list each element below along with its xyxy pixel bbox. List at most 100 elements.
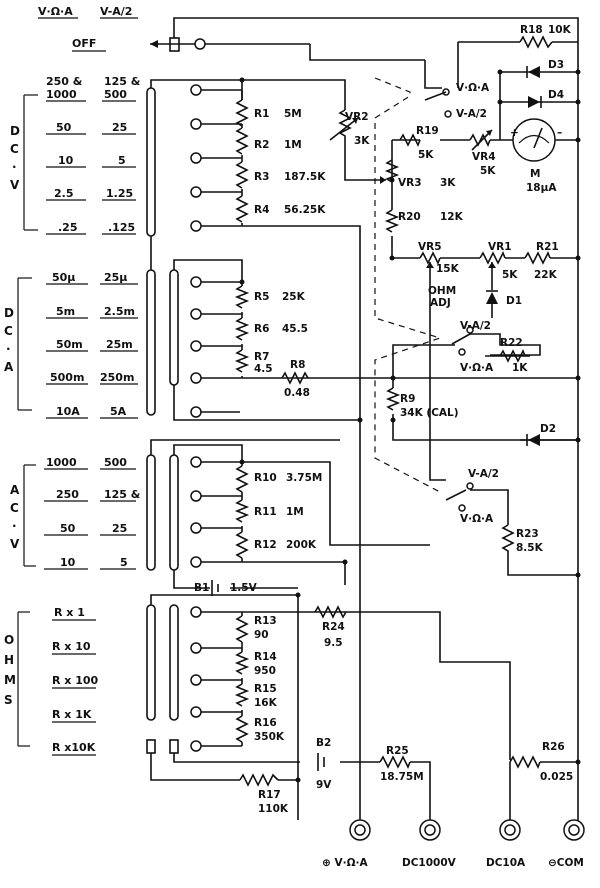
switch-3-label-bottom: V·Ω·A	[460, 513, 494, 525]
header-col2: V-A/2	[100, 5, 132, 18]
r26-value: 0.025	[540, 771, 573, 783]
r21-value: 22K	[534, 269, 558, 281]
acv-title: V	[10, 537, 20, 551]
dcv-bus	[146, 87, 156, 237]
dcv-range: 1000	[46, 88, 77, 101]
r8-value: 0.48	[284, 387, 310, 399]
vr1-label: VR1	[488, 241, 512, 253]
vr4-value: 5K	[480, 165, 496, 177]
dcv-range: 250 &	[46, 75, 83, 88]
d1-label: D1	[506, 295, 522, 307]
jack-dc1000v-label: DC1000V	[402, 857, 457, 869]
r3-value: 187.5K	[284, 171, 326, 183]
meter-value: 18μA	[526, 182, 557, 194]
r21-label: R21	[536, 241, 559, 253]
r12-resistor	[235, 531, 249, 559]
jack-com-label: ⊖COM	[548, 857, 584, 869]
acv-title: C	[10, 501, 19, 515]
r15-value: 16K	[254, 697, 278, 709]
r7-resistor	[234, 349, 250, 373]
jack-vohma[interactable]	[349, 819, 371, 841]
r5-label: R5	[254, 291, 269, 303]
acv-range: 500	[104, 456, 127, 469]
r4-label: R4	[254, 204, 269, 216]
jack-vohma-label: ⊕ V·Ω·A	[322, 857, 368, 869]
dca-range: 2.5m	[104, 305, 135, 318]
vr1-potentiometer	[479, 251, 506, 265]
r1-resistor	[235, 99, 249, 127]
ohms-bus-2	[169, 604, 179, 721]
ohms-title: M	[4, 673, 16, 687]
dcv-range: .25	[58, 221, 78, 234]
r14-label: R14	[254, 651, 277, 663]
vr5-potentiometer	[419, 251, 441, 265]
r13-resistor	[235, 615, 249, 643]
dcv-range: 25	[112, 121, 127, 134]
d4-diode	[528, 96, 542, 108]
r25-value: 18.75M	[380, 771, 424, 783]
r11-label: R11	[254, 506, 277, 518]
jack-dc10a[interactable]	[499, 819, 521, 841]
resistors	[234, 35, 553, 787]
d1-diode	[486, 290, 498, 304]
dca-range: 500m	[50, 371, 84, 384]
r19-resistor	[399, 133, 421, 147]
d2-label: D2	[540, 423, 556, 435]
meter-plus-sign: +	[510, 127, 519, 139]
r13-value: 90	[254, 629, 269, 641]
b2-label: B2	[316, 737, 331, 749]
r9-value: 34K (CAL)	[400, 407, 459, 419]
ohms-range: R x10K	[52, 741, 96, 754]
dca-range: 5m	[56, 305, 75, 318]
ohms-10k-contact-1	[146, 739, 156, 754]
switch-3-label-top: V-A/2	[468, 468, 499, 480]
dcv-title-1: C	[10, 142, 19, 156]
d3-diode	[526, 66, 540, 78]
r20-label: R20	[398, 211, 421, 223]
b2-value: 9V	[316, 779, 332, 791]
r15-resistor	[234, 683, 250, 707]
acv-range: 1000	[46, 456, 77, 469]
r15-label: R15	[254, 683, 277, 695]
dca-range: 250m	[100, 371, 134, 384]
r7-label: R7	[254, 351, 269, 363]
r7-value: 4.5	[254, 363, 273, 375]
dca-title: D	[4, 306, 14, 320]
acv-range: 250	[56, 488, 79, 501]
r2-label: R2	[254, 139, 269, 151]
jack-com[interactable]	[563, 819, 585, 841]
r23-label: R23	[516, 528, 539, 540]
jack-dc1000v[interactable]	[419, 819, 441, 841]
vr3-value: 3K	[440, 177, 456, 189]
r6-value: 45.5	[282, 323, 308, 335]
ohms-range: R x 100	[52, 674, 99, 687]
ohms-bus-1	[146, 604, 156, 721]
vr1-value: 5K	[502, 269, 518, 281]
acv-range: 10	[60, 556, 76, 569]
component-labels: R1 5M R2 1M R3 187.5K R4 56.25K R5 25K R…	[194, 24, 573, 815]
vr2-value: 3K	[354, 135, 370, 147]
r18-label: R18	[520, 24, 543, 36]
dca-title: A	[4, 360, 14, 374]
contacts	[190, 38, 474, 752]
r23-resistor	[501, 524, 515, 560]
r10-resistor	[235, 465, 249, 493]
r6-label: R6	[254, 323, 269, 335]
jack-dc10a-label: DC10A	[486, 857, 526, 869]
r1-value: 5M	[284, 108, 302, 120]
dcv-title-0: D	[10, 124, 20, 138]
r23-value: 8.5K	[516, 542, 544, 554]
jacks: ⊕ V·Ω·A DC1000V DC10A ⊖COM	[322, 819, 585, 869]
r12-value: 200K	[286, 539, 317, 551]
dcv-range: 500	[104, 88, 127, 101]
acv-range-labels: A C · V 1000 500 250 125 & 50 25 10 5	[10, 456, 141, 570]
off-label: OFF	[72, 37, 96, 50]
ohms-title: O	[4, 633, 14, 647]
acv-bus-2	[169, 454, 179, 571]
acv-range: 5	[120, 556, 128, 569]
switch-arms	[424, 91, 471, 501]
switch-2-arm	[451, 333, 471, 345]
header-labels: V·Ω·A V-A/2 OFF	[38, 5, 138, 52]
dcv-title-2: ·	[12, 160, 17, 174]
r5-resistor	[234, 285, 250, 309]
